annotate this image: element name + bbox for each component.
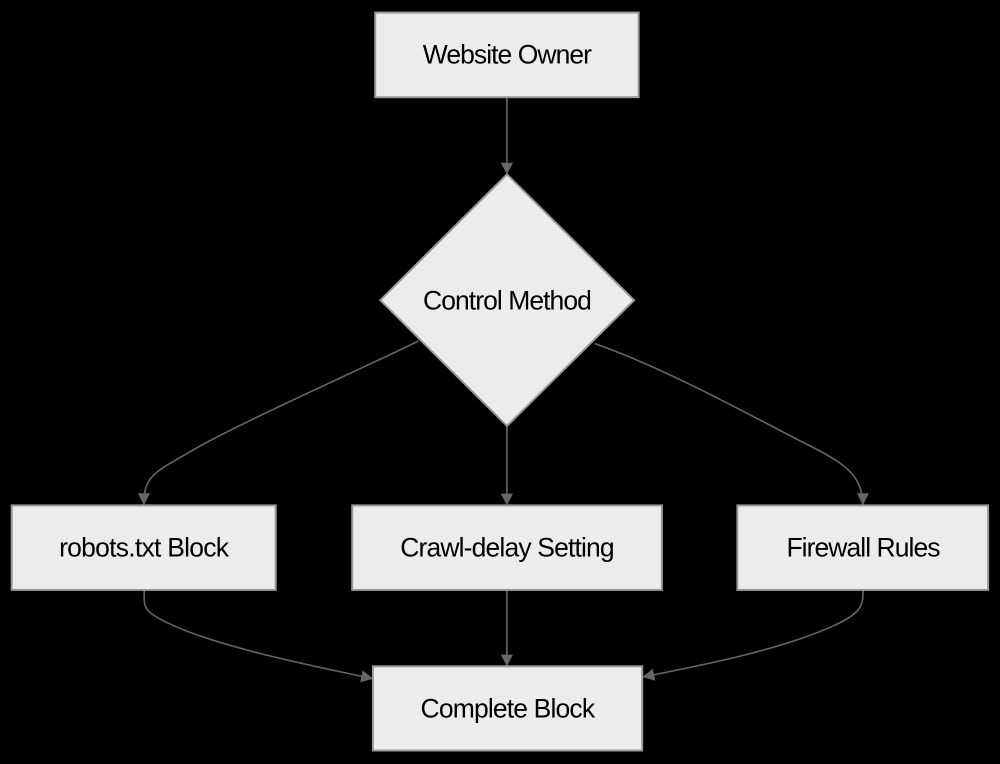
svg-text:Crawl-delay Setting: Crawl-delay Setting bbox=[400, 532, 614, 562]
svg-text:Firewall Rules: Firewall Rules bbox=[786, 532, 940, 562]
svg-text:robots.txt Block: robots.txt Block bbox=[59, 532, 230, 562]
svg-text:Control Method: Control Method bbox=[423, 285, 591, 315]
svg-text:Website Owner: Website Owner bbox=[423, 39, 592, 69]
svg-text:Complete Block: Complete Block bbox=[421, 693, 596, 723]
